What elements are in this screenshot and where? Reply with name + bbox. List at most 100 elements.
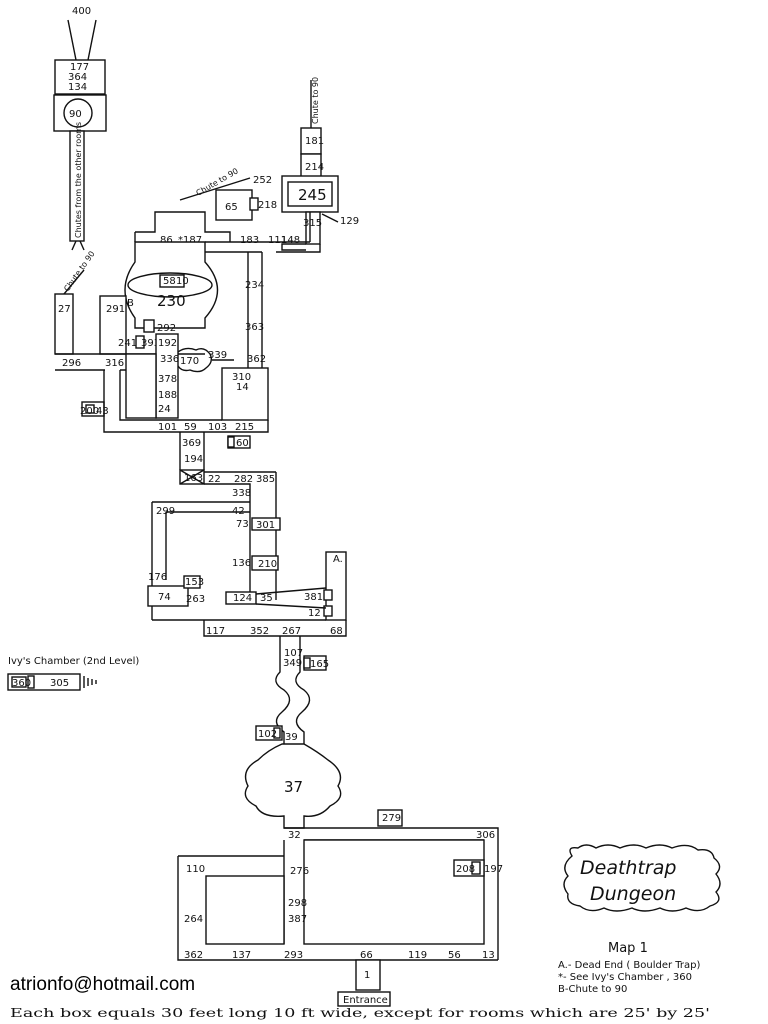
legend: Map 1 A.- Dead End ( Boulder Trap) *- Se… bbox=[558, 941, 701, 995]
label-37: 37 bbox=[284, 778, 303, 796]
deathtrap-dungeon-logo: Deathtrap Dungeon bbox=[563, 844, 721, 912]
label-110: 110 bbox=[186, 864, 205, 875]
entrance-label: Entrance bbox=[343, 995, 388, 1006]
upper-right-section: 181 214 245 315 129 Chute to 90 bbox=[281, 77, 359, 251]
room-310 bbox=[221, 367, 269, 421]
lower-tunnel-section: 107 349 165 102 39 37 bbox=[244, 636, 342, 829]
label-60: 60 bbox=[236, 438, 249, 449]
label-14: 14 bbox=[236, 382, 249, 393]
label-306: 306 bbox=[476, 830, 495, 841]
bottom-section: 279 32 306 208 197 110 276 298 264 387 3… bbox=[177, 809, 503, 1007]
label-292: 292 bbox=[157, 323, 176, 334]
label-74: 74 bbox=[158, 592, 171, 603]
label-24: 24 bbox=[158, 404, 171, 415]
label-73: 73 bbox=[236, 519, 249, 530]
label-117: 117 bbox=[206, 626, 225, 637]
label-364: 364 bbox=[68, 72, 87, 83]
top-left-section: 400 177 364 134 90 Chutes from the other… bbox=[53, 6, 107, 251]
label-56: 56 bbox=[448, 950, 461, 961]
label-241: 241 bbox=[118, 338, 137, 349]
label-362b: 362 bbox=[184, 950, 203, 961]
room-1 bbox=[355, 959, 381, 991]
label-267: 267 bbox=[282, 626, 301, 637]
logo-line-2: Dungeon bbox=[590, 883, 676, 905]
label-B: B bbox=[127, 298, 134, 309]
label-310: 310 bbox=[232, 372, 251, 383]
label-194: 194 bbox=[184, 454, 203, 465]
legend-a: A.- Dead End ( Boulder Trap) bbox=[558, 960, 701, 971]
label-65: 65 bbox=[225, 202, 238, 213]
label-129: 129 bbox=[340, 216, 359, 227]
label-305: 305 bbox=[50, 678, 69, 689]
label-39: 39 bbox=[285, 732, 298, 743]
room-279 bbox=[377, 809, 403, 827]
legend-title: Map 1 bbox=[608, 941, 648, 956]
label-10: 10 bbox=[176, 276, 189, 287]
label-59: 59 bbox=[184, 422, 197, 433]
label-363: 363 bbox=[245, 322, 264, 333]
label-170: 170 bbox=[180, 356, 199, 367]
label-32: 32 bbox=[288, 830, 301, 841]
label-336: 336 bbox=[160, 354, 179, 365]
label-163: 163 bbox=[184, 473, 203, 484]
label-264: 264 bbox=[184, 914, 203, 925]
label-197: 197 bbox=[484, 864, 503, 875]
label-339: 339 bbox=[208, 350, 227, 361]
label-12: 12 bbox=[308, 608, 321, 619]
left-room bbox=[205, 875, 285, 945]
label-1: 1 bbox=[364, 970, 370, 981]
label-301: 301 bbox=[256, 520, 275, 531]
label-385: 385 bbox=[256, 474, 275, 485]
label-86: 86 bbox=[160, 235, 173, 246]
label-chute-to-90-left: Chute to 90 bbox=[62, 249, 96, 293]
corridor-291 bbox=[99, 295, 127, 355]
label-119: 119 bbox=[408, 950, 427, 961]
label-42: 42 bbox=[232, 506, 245, 517]
label-103: 103 bbox=[208, 422, 227, 433]
label-188: 188 bbox=[158, 390, 177, 401]
label-22: 22 bbox=[208, 474, 221, 485]
label-214: 214 bbox=[305, 162, 324, 173]
label-177: 177 bbox=[70, 62, 89, 73]
label-13: 13 bbox=[482, 950, 495, 961]
label-192: 192 bbox=[158, 338, 177, 349]
legend-c: B-Chute to 90 bbox=[558, 984, 627, 995]
label-338: 338 bbox=[232, 488, 251, 499]
label-381: 381 bbox=[304, 592, 323, 603]
label-263: 263 bbox=[186, 594, 205, 605]
label-187: *187 bbox=[178, 235, 202, 246]
label-252: 252 bbox=[253, 175, 272, 186]
label-183: 183 bbox=[240, 235, 259, 246]
legend-b: *- See Ivy's Chamber , 360 bbox=[558, 972, 692, 983]
label-A: A. bbox=[333, 554, 343, 565]
label-352: 352 bbox=[250, 626, 269, 637]
label-58: 58 bbox=[163, 276, 176, 287]
room-134 bbox=[54, 59, 106, 95]
ivys-chamber: Ivy's Chamber (2nd Level) 360 305 bbox=[7, 656, 139, 691]
label-293: 293 bbox=[284, 950, 303, 961]
label-230: 230 bbox=[157, 292, 186, 310]
label-378: 378 bbox=[158, 374, 177, 385]
upper-central-section: 65 218 Chute to 90 252 86 *187 183 111 1… bbox=[54, 166, 321, 433]
label-210: 210 bbox=[258, 559, 277, 570]
middle-section: 369 60 194 163 22 282 385 338 299 42 73 … bbox=[147, 432, 347, 637]
label-124: 124 bbox=[233, 593, 252, 604]
room-27 bbox=[54, 293, 74, 355]
label-111: 111 bbox=[268, 235, 287, 246]
logo-line-1: Deathtrap bbox=[580, 857, 676, 879]
ivys-chamber-label: Ivy's Chamber (2nd Level) bbox=[8, 656, 139, 667]
label-90: 90 bbox=[69, 109, 82, 120]
label-215: 215 bbox=[235, 422, 254, 433]
chute-corridor bbox=[69, 130, 85, 242]
great-hall bbox=[303, 839, 485, 945]
label-362: 362 bbox=[247, 354, 266, 365]
label-176: 176 bbox=[148, 572, 167, 583]
label-165: 165 bbox=[310, 659, 329, 670]
label-299: 299 bbox=[156, 506, 175, 517]
label-387: 387 bbox=[288, 914, 307, 925]
label-291: 291 bbox=[106, 304, 125, 315]
footer-note: Each box equals 30 feet long 10 ft wide,… bbox=[10, 1006, 710, 1020]
label-153: 153 bbox=[185, 577, 204, 588]
label-43: 43 bbox=[96, 406, 109, 417]
